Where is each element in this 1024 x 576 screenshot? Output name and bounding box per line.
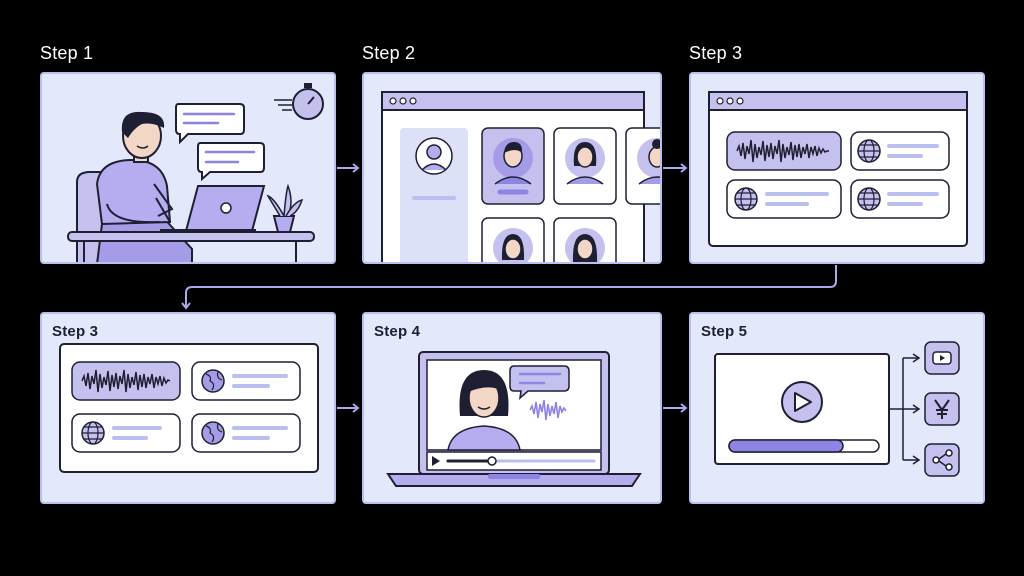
stopwatch-icon	[274, 83, 324, 120]
globe-icon	[857, 139, 881, 163]
step-3-panel-top	[689, 72, 985, 264]
step-1-panel	[40, 72, 336, 264]
share-icon[interactable]	[924, 443, 960, 477]
audio-waveform-icon	[529, 399, 567, 421]
arrow-step4-to-step5	[663, 403, 688, 413]
globe-card[interactable]	[71, 413, 181, 453]
presenter-icon	[447, 370, 521, 451]
step-4-label: Step 4	[374, 323, 421, 340]
chat-bubble-icon	[509, 365, 570, 400]
avatar-icon	[415, 137, 453, 175]
step-3-label: Step 3	[689, 43, 743, 63]
arrow-step2-to-step3	[663, 163, 688, 173]
arrow-step3-to-step4	[337, 403, 360, 413]
globe-icon	[81, 421, 105, 445]
youtube-icon[interactable]	[924, 341, 960, 375]
globe-card[interactable]	[191, 361, 301, 401]
y-logo-icon[interactable]	[924, 392, 960, 426]
chat-bubble-icon	[175, 103, 245, 145]
globe-card[interactable]	[726, 179, 842, 219]
step-3-inner-label: Step 3	[52, 323, 99, 340]
step-5-label: Step 5	[701, 323, 748, 340]
avatar-card[interactable]	[625, 127, 662, 205]
arrow-step1-to-step2	[337, 163, 360, 173]
globe-card[interactable]	[191, 413, 301, 453]
globe-icon	[857, 187, 881, 211]
video-player-icon[interactable]	[714, 353, 890, 465]
globe-icon	[201, 421, 225, 445]
globe-icon	[201, 369, 225, 393]
branch-connector	[889, 353, 921, 465]
avatar-card[interactable]	[553, 217, 617, 264]
audio-card[interactable]	[71, 361, 181, 401]
avatar-card[interactable]	[481, 217, 545, 264]
globe-card[interactable]	[850, 131, 950, 171]
step-2-label: Step 2	[362, 43, 416, 63]
step-5-panel: Step 5	[689, 312, 985, 504]
step-2-panel	[362, 72, 662, 264]
chat-bubble-icon	[197, 142, 265, 182]
globe-card[interactable]	[850, 179, 950, 219]
video-controls[interactable]	[426, 451, 602, 471]
play-icon	[432, 456, 440, 466]
globe-icon	[734, 187, 758, 211]
step-1-label: Step 1	[40, 43, 94, 63]
avatar-card[interactable]	[553, 127, 617, 205]
play-icon	[794, 392, 812, 412]
step-4-panel: Step 4	[362, 312, 662, 504]
avatar-card[interactable]	[481, 127, 545, 205]
laptop-icon	[160, 185, 266, 233]
audio-card[interactable]	[726, 131, 842, 171]
plant-icon	[266, 183, 304, 233]
step-3-panel-bottom: Step 3	[40, 312, 336, 504]
arrow-wrap-to-row2	[181, 265, 837, 310]
